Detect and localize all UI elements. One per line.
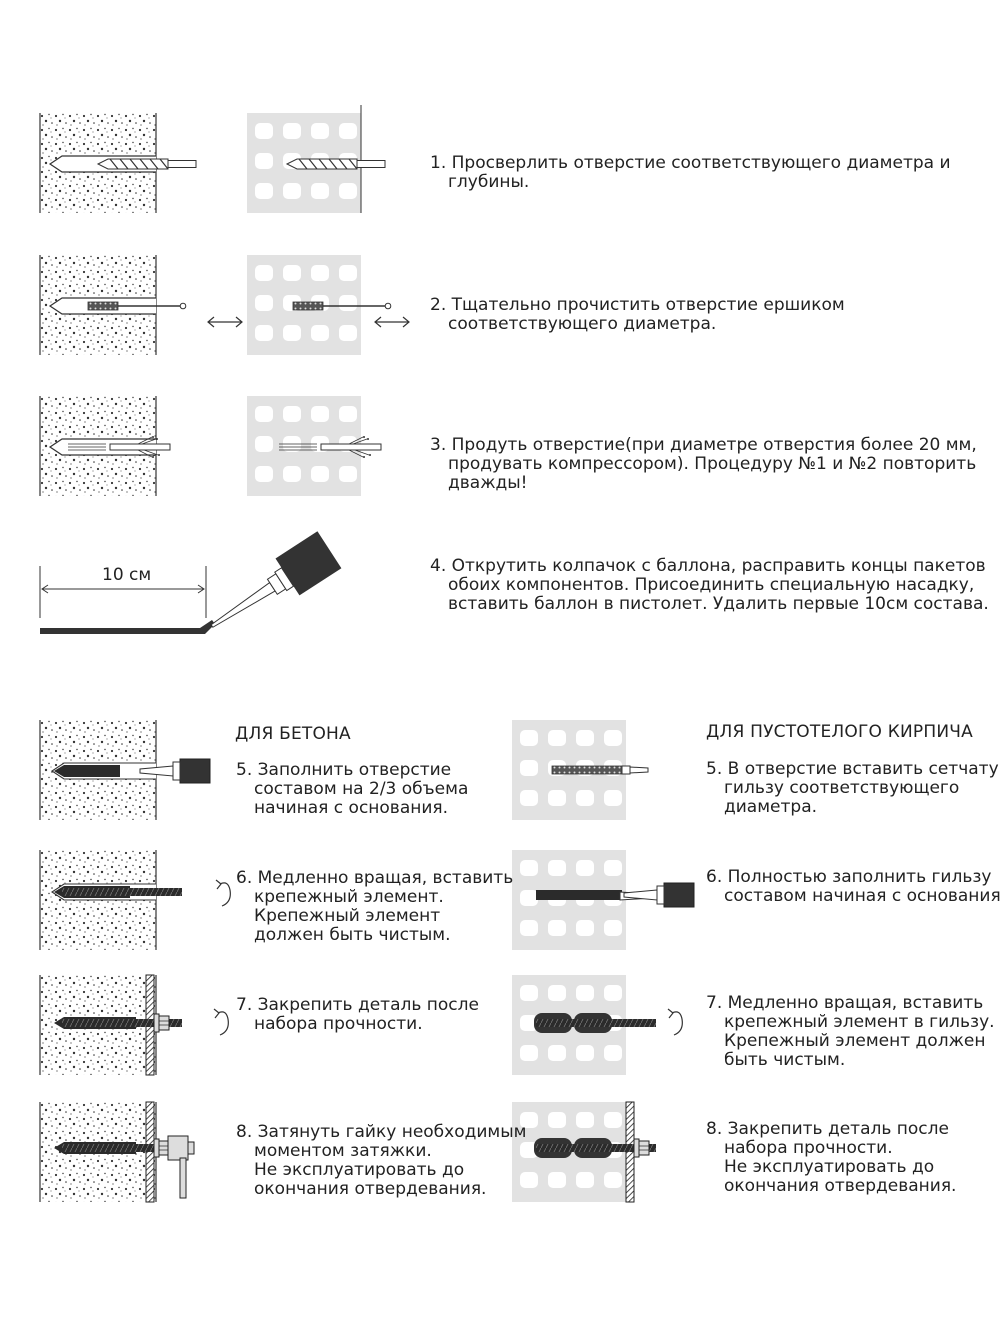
- step1-concrete-illustration: [39, 112, 197, 214]
- step2-brick-illustration: [247, 255, 410, 355]
- brick-header: ДЛЯ ПУСТОТЕЛОГО КИРПИЧА: [706, 722, 973, 742]
- concrete-step6-text: 6. Медленно вращая, вставить крепежный э…: [236, 869, 513, 945]
- concrete-step8-line1: 8. Затянуть гайку необходимым: [236, 1122, 527, 1142]
- step2-concrete-illustration: [39, 254, 243, 356]
- step3-text: 3. Продуть отверстие(при диаметре отверс…: [430, 436, 977, 493]
- concrete-step5-illustration: [39, 719, 211, 821]
- step1-line1: 1. Просверлить отверстие соответствующег…: [430, 153, 951, 173]
- step3-line3: дважды!: [448, 473, 528, 493]
- step3-line1: 3. Продуть отверстие(при диаметре отверс…: [430, 435, 977, 455]
- concrete-step6-line2: крепежный элемент.: [254, 887, 444, 907]
- brick-step8-line2: набора прочности.: [724, 1138, 893, 1158]
- concrete-step5-line2: составом на 2/3 объема: [254, 779, 469, 799]
- step4-text: 4. Открутить колпачок с баллона, расправ…: [430, 557, 989, 614]
- concrete-step6-line3: Крепежный элемент: [254, 906, 441, 926]
- concrete-step7-line2: набора прочности.: [254, 1014, 423, 1034]
- concrete-step6-line1: 6. Медленно вращая, вставить: [236, 868, 514, 888]
- concrete-step8-line2: моментом затяжки.: [254, 1141, 432, 1161]
- brick-step8-line4: окончания отвердевания.: [724, 1176, 957, 1196]
- step2-line1: 2. Тщательно прочистить отверстие ершико…: [430, 295, 845, 315]
- step2-line2: соответствующего диаметра.: [448, 314, 717, 334]
- brick-step7-line3: Крепежный элемент должен: [724, 1031, 986, 1051]
- brick-step7-text: 7. Медленно вращая, вставить крепежный э…: [706, 994, 995, 1070]
- concrete-step5-line1: 5. Заполнить отверстие: [236, 760, 452, 780]
- brick-step6-line1: 6. Полностью заполнить гильзу: [706, 867, 992, 887]
- concrete-step5-line3: начиная с основания.: [254, 798, 449, 818]
- concrete-header: ДЛЯ БЕТОНА: [235, 724, 351, 744]
- brick-step5-text: 5. В отверстие вставить сетчатую гильзу …: [706, 760, 1000, 817]
- step4-illustration: [39, 531, 342, 634]
- step1-text: 1. Просверлить отверстие соответствующег…: [430, 154, 951, 192]
- brick-step7-illustration: [512, 975, 683, 1075]
- brick-step6-text: 6. Полностью заполнить гильзу составом н…: [706, 868, 1000, 906]
- concrete-step8-illustration: [39, 1101, 195, 1203]
- step2-text: 2. Тщательно прочистить отверстие ершико…: [430, 296, 845, 334]
- concrete-step8-line3: Не эксплуатировать до: [254, 1160, 465, 1180]
- concrete-step5-text: 5. Заполнить отверстие составом на 2/3 о…: [236, 761, 468, 818]
- concrete-step8-line4: окончания отвердевания.: [254, 1179, 487, 1199]
- concrete-step7-illustration: [39, 974, 229, 1076]
- brick-step6-line2: составом начиная с основания.: [724, 886, 1000, 906]
- brick-step8-illustration: [512, 1101, 656, 1203]
- brick-step8-line1: 8. Закрепить деталь после: [706, 1119, 949, 1139]
- step4-line1: 4. Открутить колпачок с баллона, расправ…: [430, 556, 986, 576]
- step4-line2: обоих компонентов. Присоединить специаль…: [448, 575, 975, 595]
- brick-step5-illustration: [512, 720, 649, 820]
- concrete-step6-line4: должен быть чистым.: [254, 925, 451, 945]
- step3-brick-illustration: [247, 396, 382, 496]
- step1-line2: глубины.: [448, 172, 530, 192]
- brick-step6-illustration: [512, 850, 695, 950]
- brick-step5-line3: диаметра.: [724, 797, 818, 817]
- brick-step7-line4: быть чистым.: [724, 1050, 846, 1070]
- step1-brick-illustration: [247, 105, 386, 213]
- brick-step8-line3: Не эксплуатировать до: [724, 1157, 935, 1177]
- concrete-step8-text: 8. Затянуть гайку необходимым моментом з…: [236, 1123, 527, 1199]
- step4-line3: вставить баллон в пистолет. Удалить перв…: [448, 594, 989, 614]
- brick-step5-line2: гильзу соответствующего: [724, 778, 960, 798]
- brick-step7-line1: 7. Медленно вращая, вставить: [706, 993, 984, 1013]
- brick-step5-line1: 5. В отверстие вставить сетчатую: [706, 759, 1000, 779]
- dimension-label: 10 см: [102, 565, 152, 585]
- step3-concrete-illustration: [39, 395, 171, 497]
- brick-step8-text: 8. Закрепить деталь после набора прочнос…: [706, 1120, 956, 1196]
- concrete-step7-text: 7. Закрепить деталь после набора прочнос…: [236, 996, 479, 1034]
- brick-step7-line2: крепежный элемент в гильзу.: [724, 1012, 995, 1032]
- concrete-step7-line1: 7. Закрепить деталь после: [236, 995, 479, 1015]
- concrete-step6-illustration: [39, 849, 231, 951]
- step3-line2: продувать компрессором). Процедуру №1 и …: [448, 454, 977, 474]
